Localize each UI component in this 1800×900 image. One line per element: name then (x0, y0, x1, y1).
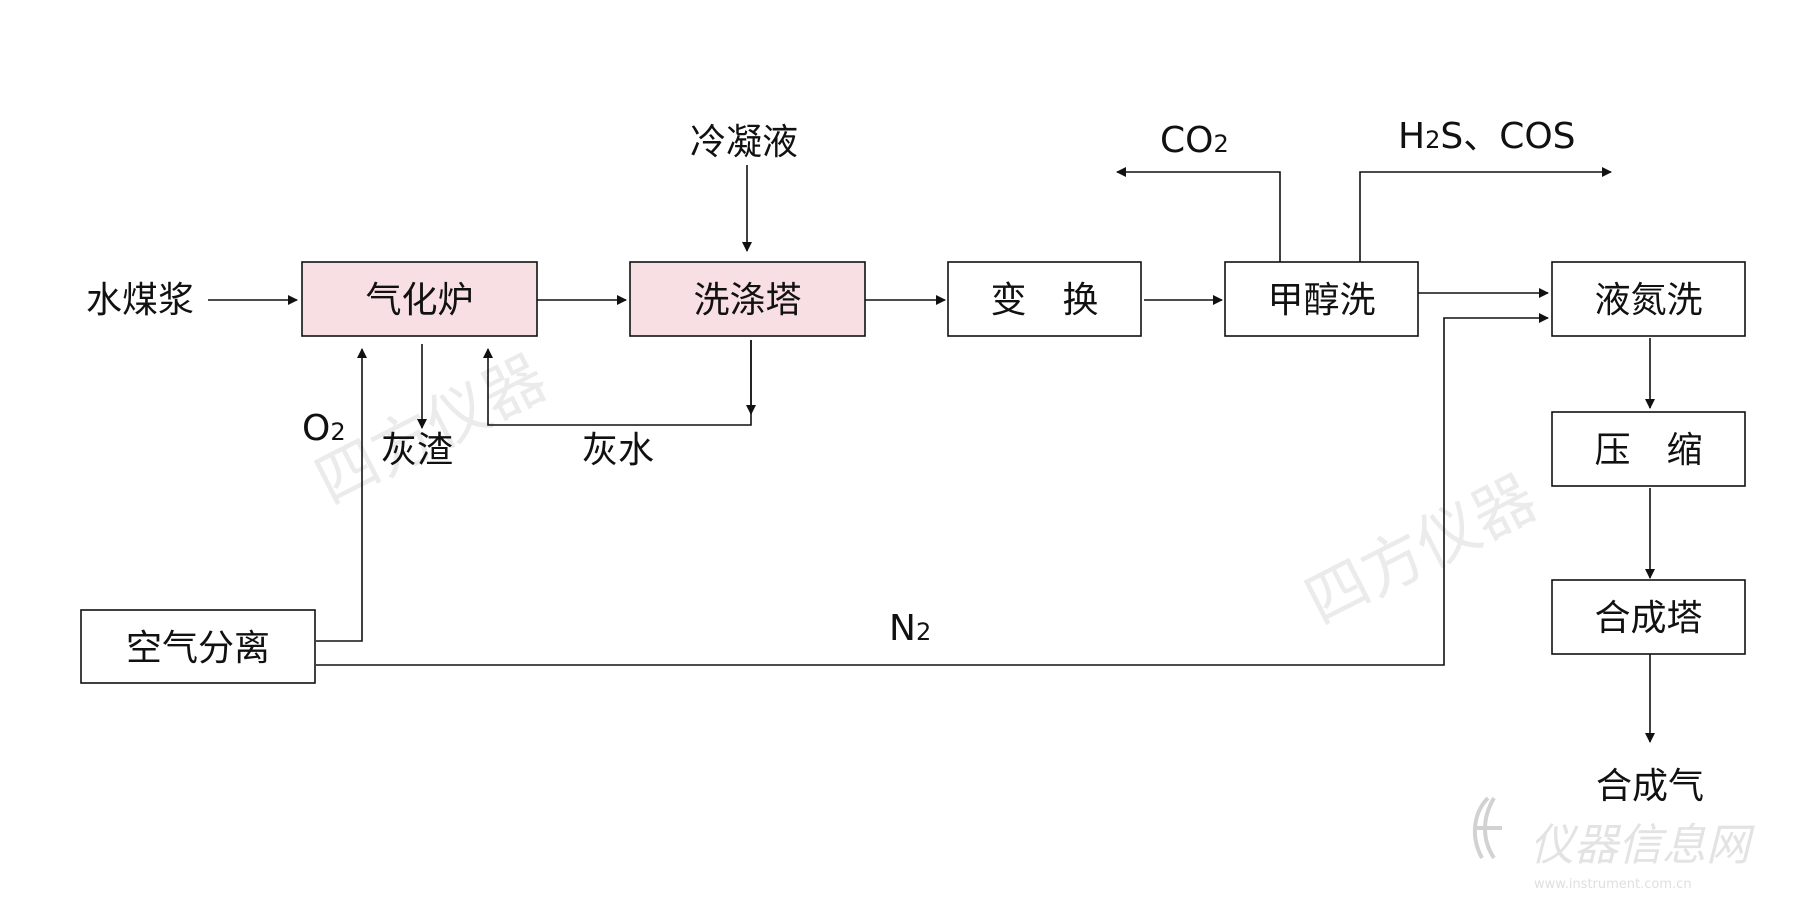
shift-label: 变 换 (990, 280, 1098, 321)
nitrogen-wash-label: 液氮洗 (1594, 280, 1702, 321)
air-separation-box (80, 609, 316, 684)
oxygen-feed-arrow (316, 348, 367, 642)
instrument-logo-icon (1472, 796, 1502, 860)
co2-base: CO (1160, 120, 1213, 161)
oxygen-base: O (302, 408, 330, 449)
scrubber-unit: 洗涤塔 (629, 261, 866, 337)
co2-vent-arrow (1116, 167, 1281, 262)
condensate-label: 冷凝液 (690, 122, 798, 163)
coal-slurry-label: 水煤浆 (86, 280, 194, 321)
h2s-cos-rest: S、COS (1440, 116, 1575, 157)
scrubber-label: 洗涤塔 (693, 280, 801, 321)
brand-watermark-right: 四方仪器 (1294, 461, 1548, 639)
oxygen-subscript: 2 (330, 418, 345, 446)
gasifier-unit: 气化炉 (301, 261, 538, 337)
co2-label: CO2 (1160, 120, 1229, 161)
h2s-cos-vent-arrow (1359, 167, 1612, 262)
nitrogen-label: N2 (889, 608, 931, 649)
nitrogen-base: N (889, 608, 916, 649)
scrubber-box (629, 261, 866, 337)
flow-lines (208, 165, 1655, 743)
site-watermark: 仪器信息网 (1530, 820, 1755, 871)
nitrogen-wash-unit: 液氮洗 (1551, 261, 1746, 337)
methanol-wash-label: 甲醇洗 (1267, 280, 1375, 321)
compression-unit: 压 缩 (1551, 411, 1746, 487)
stream-labels: 水煤浆 冷凝液 CO2 H2S、COS 灰渣 灰水 O2 N2 合成气 (86, 116, 1704, 807)
methanol-wash-box (1224, 261, 1419, 337)
h2s-cos-label: H2S、COS (1398, 116, 1576, 157)
shift-unit: 变 换 (947, 261, 1142, 337)
watermark-group: 四方仪器 四方仪器 仪器信息网 www.instrument.com.cn (304, 341, 1755, 892)
shift-box (947, 261, 1142, 337)
air-separation-unit: 空气分离 (80, 609, 316, 684)
gasifier-box (301, 261, 538, 337)
gasifier-label: 气化炉 (365, 280, 473, 321)
slag-label: 灰渣 (381, 430, 453, 471)
synthesis-tower-box (1551, 579, 1746, 655)
co2-subscript: 2 (1213, 130, 1228, 158)
syngas-label: 合成气 (1596, 766, 1704, 807)
air-separation-label: 空气分离 (126, 628, 270, 669)
h2s-element: H (1398, 116, 1425, 157)
methanol-wash-unit: 甲醇洗 (1224, 261, 1419, 337)
nitrogen-subscript: 2 (916, 618, 931, 646)
synthesis-tower-label: 合成塔 (1594, 598, 1702, 639)
compression-box (1551, 411, 1746, 487)
synthesis-tower-unit: 合成塔 (1551, 579, 1746, 655)
site-url-watermark: www.instrument.com.cn (1534, 877, 1692, 892)
grey-water-label: 灰水 (582, 430, 654, 471)
oxygen-label: O2 (302, 408, 346, 449)
h2s-subscript: 2 (1425, 126, 1440, 154)
compression-label: 压 缩 (1594, 430, 1702, 471)
nitrogen-feed-arrow (316, 313, 1549, 666)
nitrogen-wash-box (1551, 261, 1746, 337)
